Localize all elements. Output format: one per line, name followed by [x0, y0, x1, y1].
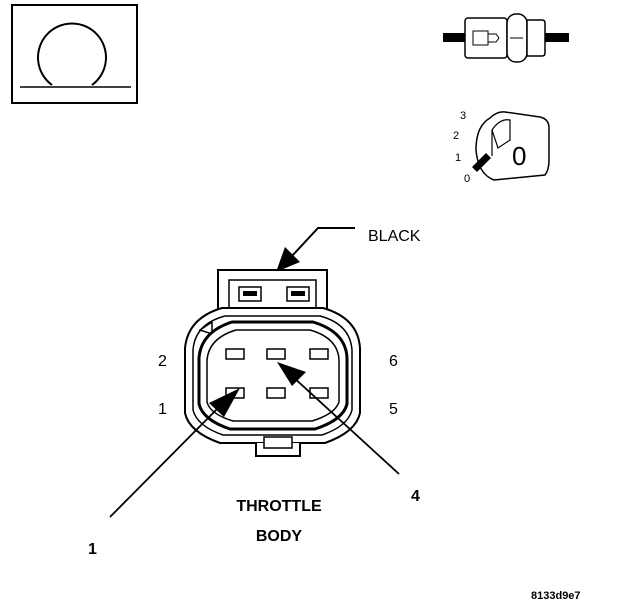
callout-4-label: 4 — [411, 488, 420, 505]
ignition-current-position: 0 — [512, 141, 526, 171]
cavity-5 — [309, 387, 329, 399]
cavity-4 — [266, 348, 286, 360]
ignition-position-1: 1 — [455, 152, 461, 164]
ignition-switch-icon: 3 2 1 0 0 — [453, 110, 550, 185]
figure-id: 8133d9e7 — [531, 590, 581, 600]
disconnect-symbol-icon — [11, 4, 138, 104]
connector-plug-icon — [443, 13, 569, 63]
callout-1-leader — [109, 388, 240, 518]
component-name-line-1: THROTTLE — [236, 498, 322, 515]
cavity-6 — [309, 348, 329, 360]
ignition-position-0: 0 — [464, 173, 470, 185]
pin-label-1: 1 — [158, 401, 167, 418]
callout-4-leader — [277, 362, 400, 475]
cavity-3 — [266, 387, 286, 399]
callout-1-label: 1 — [88, 541, 97, 558]
pin-label-6: 6 — [389, 353, 398, 370]
cavity-2 — [225, 348, 245, 360]
ignition-position-2: 2 — [453, 130, 459, 142]
wire-color-leader — [276, 227, 355, 272]
connector-body — [184, 269, 361, 457]
pin-label-2: 2 — [158, 353, 167, 370]
pin-label-5: 5 — [389, 401, 398, 418]
ignition-position-3: 3 — [460, 110, 466, 122]
component-name-line-2: BODY — [256, 528, 303, 545]
wire-color-label: BLACK — [368, 228, 421, 245]
